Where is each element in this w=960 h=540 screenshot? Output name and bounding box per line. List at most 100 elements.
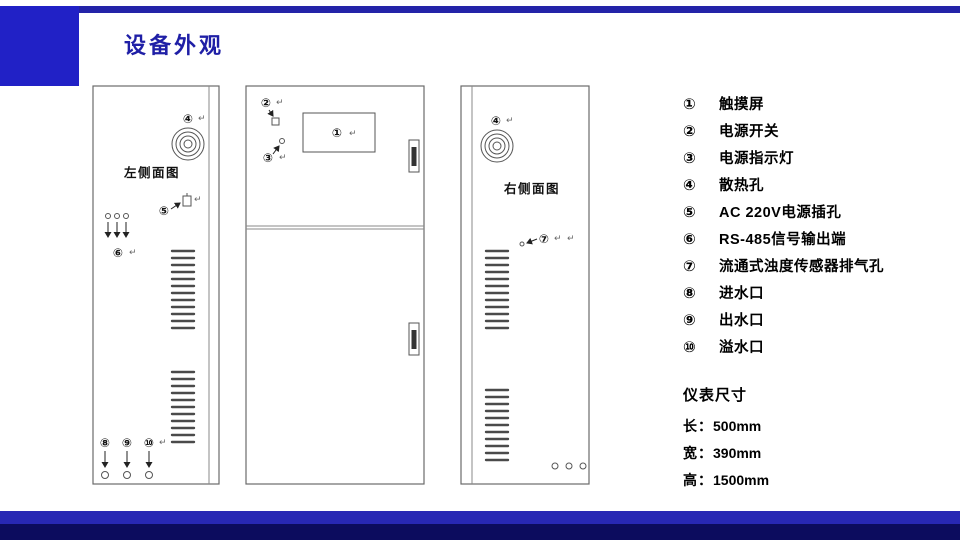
legend-label: 流通式浊度传感器排气孔	[719, 259, 884, 275]
front-panel-outline	[245, 85, 425, 485]
return-mark: ↵	[198, 114, 206, 124]
door-handle-lower	[408, 322, 420, 356]
legend-item: ⑦ 流通式浊度传感器排气孔	[683, 252, 958, 279]
inlet-port-icon	[101, 471, 109, 479]
footer-band-dark	[0, 524, 960, 540]
door-handle-upper	[408, 139, 420, 173]
dimensions: 仪表尺寸 长： 500mm 宽： 390mm 高： 1500mm	[683, 384, 769, 493]
corner-accent	[0, 6, 79, 86]
indicator-light-icon	[279, 138, 285, 144]
legend-item: ⑤ AC 220V电源插孔	[683, 198, 958, 225]
callout-4-right: ④ ↵	[491, 114, 514, 128]
port-icon	[565, 462, 573, 470]
return-mark: ↵	[279, 153, 287, 163]
touch-screen-outline	[302, 112, 376, 153]
dimension-label: 宽：	[683, 444, 713, 461]
legend-label: 触摸屏	[719, 97, 764, 113]
legend-item: ⑧ 进水口	[683, 279, 958, 306]
fan-icon	[171, 127, 205, 161]
legend-num: ④	[683, 176, 696, 194]
footer-band-light	[0, 511, 960, 524]
outlet-port-icon	[123, 471, 131, 479]
callout-7-arrow	[526, 237, 538, 245]
legend-label: 进水口	[719, 286, 764, 302]
legend-item: ④ 散热孔	[683, 171, 958, 198]
legend-label: AC 220V电源插孔	[719, 205, 842, 221]
legend-num: ⑥	[683, 230, 696, 248]
dimension-value: 1500mm	[713, 471, 770, 488]
callout-6-rs485: ⑥ ↵	[104, 213, 137, 260]
vent-grille-upper	[484, 249, 510, 330]
legend-num: ⑨	[683, 311, 696, 329]
rs485-port-icon	[114, 213, 120, 219]
page-title: 设备外观	[124, 33, 225, 58]
legend-label: 散热孔	[719, 178, 764, 194]
callout-8-num: ⑧	[100, 436, 110, 450]
callout-6-num: ⑥	[113, 246, 123, 260]
legend-item: ② 电源开关	[683, 117, 958, 144]
callout-2-power-switch: ② ↵	[261, 96, 284, 126]
power-switch-icon	[271, 117, 280, 126]
callout-3-arrow	[272, 145, 280, 155]
front-view-diagram: ② ↵ ① ↵ ③ ↵	[245, 85, 425, 485]
dimension-value: 500mm	[713, 417, 762, 434]
port-icon	[551, 462, 559, 470]
rs485-port-icon	[105, 213, 111, 219]
overflow-port-icon	[145, 471, 153, 479]
callout-4-num: ④	[183, 112, 193, 126]
header-rule	[0, 6, 960, 13]
dimensions-title: 仪表尺寸	[683, 387, 748, 404]
legend: ① 触摸屏 ② 电源开关 ③ 电源指示灯 ④ 散热孔 ⑤ AC 220V电源插孔…	[683, 90, 958, 360]
fan-icon	[480, 129, 514, 163]
sensor-vent-icon	[519, 241, 525, 247]
return-mark: ↵	[506, 116, 514, 126]
touch-screen: ① ↵	[302, 112, 376, 153]
callout-9-num: ⑨	[122, 436, 132, 450]
callout-5-power-socket: ⑤ ↵	[159, 193, 202, 218]
return-mark: ↵	[159, 438, 167, 448]
legend-num: ③	[683, 149, 696, 167]
return-mark: ↵	[276, 98, 284, 108]
dimension-label: 高：	[683, 471, 713, 488]
callout-4-left: ④ ↵	[183, 112, 206, 126]
return-mark: ↵	[567, 234, 575, 244]
return-mark: ↵	[554, 234, 562, 244]
callout-7-sensor-vent: ⑦ ↵ ↵	[519, 232, 575, 247]
vent-grille-upper	[170, 249, 196, 330]
legend-num: ⑧	[683, 284, 696, 302]
callout-2-arrow	[267, 109, 274, 117]
rs485-port-icon	[123, 213, 129, 219]
dimension-value: 390mm	[713, 444, 762, 461]
dimension-row: 宽： 390mm	[683, 439, 769, 466]
dimension-row: 长： 500mm	[683, 412, 769, 439]
callout-4-num: ④	[491, 114, 501, 128]
dimension-label: 长：	[683, 417, 713, 434]
right-view-diagram: ④ ↵ 右侧面图 ⑦ ↵ ↵	[460, 85, 590, 485]
legend-num: ⑩	[683, 338, 696, 356]
vent-grille-lower	[484, 388, 510, 462]
callout-7-num: ⑦	[539, 232, 549, 246]
callout-5-arrow	[170, 202, 181, 210]
callout-1-num: ①	[332, 126, 342, 140]
right-panel-outline	[460, 85, 590, 485]
callout-10-num: ⑩	[144, 436, 154, 450]
water-ports: ⑧ ⑨ ⑩ ↵	[100, 436, 167, 479]
legend-label: 出水口	[719, 313, 764, 329]
left-view-diagram: ④ ↵ 左侧面图 ⑤ ↵ ⑥ ↵ ⑧ ⑨ ⑩	[92, 85, 220, 485]
legend-label: 电源开关	[719, 124, 779, 140]
legend-num: ①	[683, 95, 696, 113]
legend-label: 溢水口	[719, 340, 764, 356]
legend-num: ⑦	[683, 257, 696, 275]
dimension-row: 高： 1500mm	[683, 466, 769, 493]
legend-num: ②	[683, 122, 696, 140]
legend-num: ⑤	[683, 203, 696, 221]
left-panel-outline	[92, 85, 220, 485]
callout-3-num: ③	[263, 151, 273, 165]
legend-label: RS-485信号输出端	[719, 232, 847, 248]
bottom-ports	[551, 462, 587, 470]
callout-2-num: ②	[261, 96, 271, 110]
legend-item: ⑩ 溢水口	[683, 333, 958, 360]
left-view-label: 左侧面图	[123, 165, 180, 180]
return-mark: ↵	[349, 129, 357, 139]
